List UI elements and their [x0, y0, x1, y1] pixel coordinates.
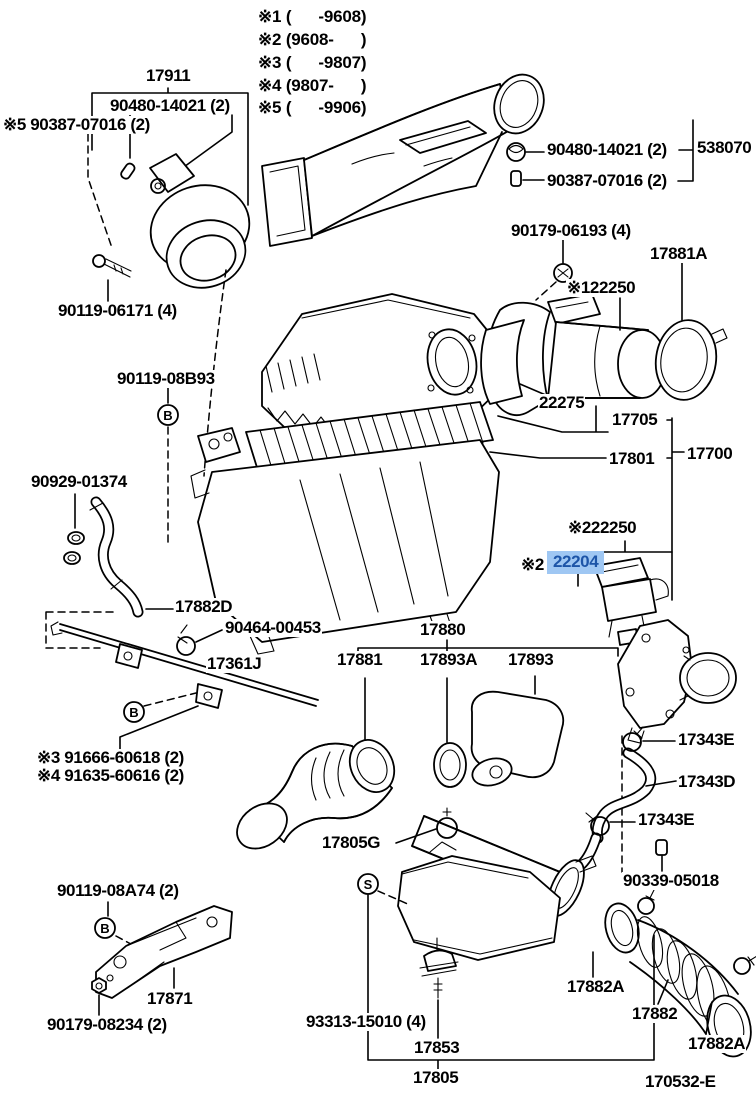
part-label-93313-15010[interactable]: 93313-15010 (4) — [305, 1012, 427, 1031]
grommet-rings-icon — [63, 531, 85, 565]
part-label-22250-2[interactable]: ※222250 — [567, 518, 638, 537]
nut-icon-90179 — [91, 977, 107, 994]
fastener-90119-08B93: B — [157, 387, 179, 546]
duct-fasteners — [506, 119, 694, 187]
hose-clamp-icon-top — [622, 726, 644, 752]
part-label-91666-60618[interactable]: ※3 91666-60618 (2) — [36, 748, 185, 767]
hose-clamp-icon-bellows-right — [733, 955, 756, 975]
part-label-90119-08B93[interactable]: 90119-08B93 — [116, 369, 216, 388]
part-label-17882D[interactable]: 17882D — [174, 597, 234, 616]
part-label-90339-05018[interactable]: 90339-05018 — [622, 871, 720, 890]
part-label-22204-prefix[interactable]: ※2 — [520, 555, 545, 574]
part-label-17893[interactable]: 17893 — [507, 650, 555, 669]
part-label-538070[interactable]: 538070 — [696, 138, 753, 157]
legend-row-1: ※1 ( -9608) — [257, 7, 368, 26]
part-label-17805G[interactable]: 17805G — [321, 833, 382, 852]
legend-row-2: ※2 (9608- ) — [257, 30, 368, 49]
valve-17853 — [419, 937, 459, 1039]
part-label-90119-06171[interactable]: 90119-06171 (4) — [57, 301, 178, 320]
stud-icon — [510, 170, 522, 187]
parts-17880-group — [236, 639, 619, 850]
hose-clamp-icon-bellows-top — [637, 889, 655, 915]
hose-cap-17881A — [654, 319, 728, 401]
legend-row-3: ※3 ( -9807) — [257, 53, 368, 72]
bracket-17871: B — [91, 901, 233, 1016]
clip-nut-icon — [506, 142, 526, 162]
hose-clamp-icon-17805G — [436, 807, 458, 839]
throttle-flange — [617, 619, 737, 744]
svg-text:S: S — [364, 877, 373, 892]
part-label-17853[interactable]: 17853 — [413, 1038, 461, 1057]
part-label-17700[interactable]: 17700 — [686, 444, 734, 463]
air-cleaner-cover-17705 — [261, 293, 525, 452]
grommet-icon — [150, 178, 166, 194]
part-label-22275[interactable]: 22275 — [538, 393, 586, 412]
clamp-icon-90464 — [176, 624, 196, 656]
part-label-90179-06193[interactable]: 90179-06193 (4) — [510, 221, 632, 240]
part-label-17343D[interactable]: 17343D — [677, 772, 737, 791]
resonator-17805-assembly: S — [357, 807, 655, 1070]
legend-row-5: ※5 ( -9906) — [257, 98, 368, 117]
part-label-90179-08234[interactable]: 90179-08234 (2) — [46, 1015, 168, 1034]
hose-17882D — [63, 493, 174, 618]
case-leader-lines — [489, 383, 685, 601]
part-label-17343E-bottom[interactable]: 17343E — [637, 810, 696, 829]
rod-17361J: B — [45, 611, 319, 752]
part-label-17911[interactable]: 17911 — [145, 66, 192, 85]
part-label-17882[interactable]: 17882 — [631, 1004, 679, 1023]
part-label-17361J[interactable]: 17361J — [206, 654, 263, 673]
part-label-90929-01374[interactable]: 90929-01374 — [30, 472, 128, 491]
bolt-icon-90119-06171 — [92, 254, 132, 302]
circled-b-icon-08B93: B — [157, 404, 179, 426]
inlet-resonator-17911 — [87, 87, 251, 477]
air-cleaner-case-17700 — [190, 427, 500, 655]
part-label-90480-14021-left[interactable]: 90480-14021 (2) — [109, 96, 231, 115]
figure-code: 170532-E — [644, 1072, 717, 1091]
part-label-90119-08A74[interactable]: 90119-08A74 (2) — [56, 881, 180, 900]
part-label-22250-1[interactable]: ※122250 — [566, 278, 637, 297]
part-label-17881A-top[interactable]: 17881A — [649, 244, 709, 263]
part-label-17801[interactable]: 17801 — [608, 449, 656, 468]
hose-clamp-icon-bottom — [585, 812, 610, 836]
part-label-90480-14021-right[interactable]: 90480-14021 (2) — [546, 140, 668, 159]
part-label-17882A-right[interactable]: 17882A — [687, 1034, 747, 1053]
circled-b-icon-17871: B — [94, 917, 116, 939]
part-label-17871[interactable]: 17871 — [146, 989, 194, 1008]
part-label-90387-07016-left[interactable]: ※5 90387-07016 (2) — [2, 115, 151, 134]
bolt-circle-icon — [553, 263, 573, 283]
svg-text:B: B — [100, 921, 109, 936]
part-label-17343E-top[interactable]: 17343E — [677, 730, 736, 749]
part-label-17881[interactable]: 17881 — [336, 650, 384, 669]
pin-fastener-icon — [120, 162, 136, 180]
sensor-22204-group — [577, 540, 673, 646]
part-label-17805[interactable]: 17805 — [412, 1068, 460, 1087]
filter-element-17801 — [245, 401, 494, 475]
part-label-17705[interactable]: 17705 — [611, 410, 659, 429]
hoses-17343 — [576, 726, 677, 873]
circled-s-icon: S — [357, 873, 379, 895]
part-label-90464-00453[interactable]: 90464-00453 — [224, 618, 322, 637]
part-label-17893A[interactable]: 17893A — [419, 650, 479, 669]
part-label-17882A-left[interactable]: 17882A — [566, 977, 626, 996]
part-label-91635-60616[interactable]: ※4 91635-60616 (2) — [36, 766, 185, 785]
part-label-22204[interactable]: 22204 — [547, 551, 605, 574]
stud-icon-90339 — [655, 839, 668, 856]
svg-text:B: B — [129, 705, 138, 720]
part-label-90387-07016-right[interactable]: 90387-07016 (2) — [546, 171, 668, 190]
legend-row-4: ※4 (9807- ) — [257, 76, 368, 95]
circled-b-icon-rod: B — [123, 701, 145, 723]
part-label-17880[interactable]: 17880 — [419, 620, 467, 639]
air-inlet-duct — [261, 73, 545, 247]
svg-text:B: B — [163, 408, 172, 423]
